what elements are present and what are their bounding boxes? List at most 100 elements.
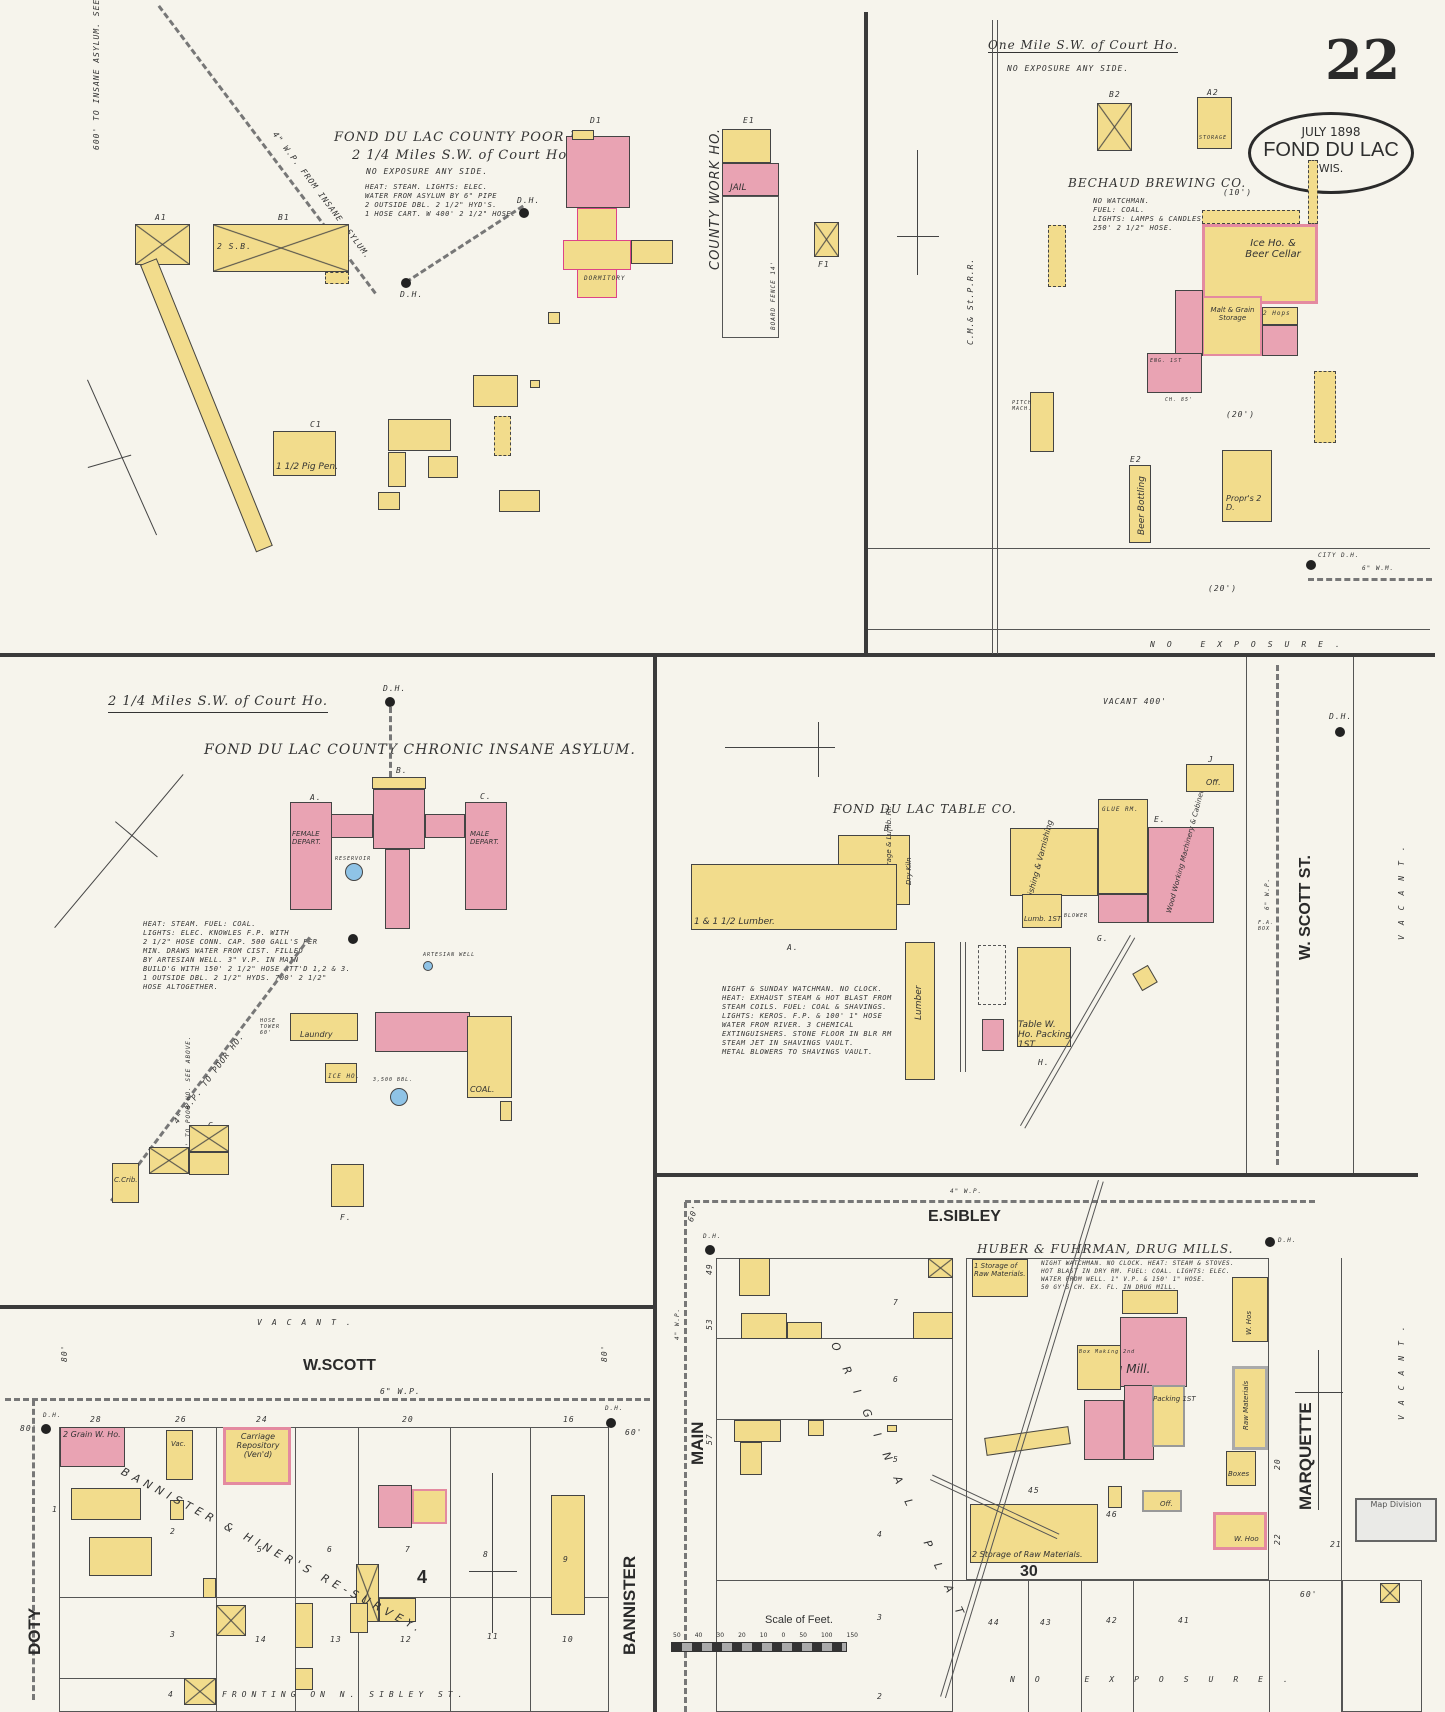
scale-tick: 100: [821, 1632, 833, 1639]
blower-label: BLOWER: [1064, 913, 1089, 919]
building-label-a: A.: [310, 793, 322, 802]
address: 28: [90, 1415, 102, 1424]
lumber-shed-label: Lumber: [914, 985, 924, 1020]
dormitory-label: DORMITORY: [584, 275, 626, 282]
hydrant-label: D.H.: [43, 1412, 62, 1419]
ice-house-label: ICE HO.: [328, 1073, 361, 1080]
building-label-h: H.: [1038, 1058, 1050, 1067]
lumber-shed-a: [691, 864, 897, 930]
water-main-label: 6" W.P.: [380, 1387, 421, 1396]
city-name: FOND DU LAC: [1263, 139, 1399, 161]
address: 24: [256, 1415, 268, 1424]
coal-label: COAL.: [470, 1085, 495, 1094]
vacant-dwelling: [166, 1430, 193, 1480]
hops-room: [1262, 307, 1298, 325]
hydrant: [705, 1245, 715, 1255]
outbuilding: [500, 1101, 512, 1121]
north-arrow: [917, 150, 918, 275]
street-doty: DOTY: [25, 1607, 44, 1655]
office-j: [1186, 764, 1234, 792]
office-label: Off.: [1206, 778, 1221, 787]
width-20: (20'): [1226, 410, 1256, 419]
brewery-wing: [1175, 290, 1203, 356]
street-marquette: MARQUETTE: [1296, 1402, 1315, 1510]
street-e-sibley: E.SIBLEY: [928, 1208, 1001, 1225]
water-main: [1276, 665, 1279, 1165]
building-b2: [1097, 103, 1132, 151]
asylum-kitchen: [385, 849, 410, 929]
lot-number: 6: [327, 1545, 333, 1554]
beer-room: [1262, 325, 1298, 356]
vacant-label: Vac.: [171, 1440, 186, 1448]
storage-a2: [1197, 97, 1232, 149]
street-main: MAIN: [688, 1421, 707, 1465]
artesian-label: ARTESIAN WELL: [423, 952, 476, 958]
block-number: 30: [1020, 1563, 1038, 1580]
railroad-spur: [960, 942, 966, 1072]
vened-dwelling-annex: [412, 1489, 447, 1524]
carriage-repository: [223, 1427, 291, 1485]
frontage: 53: [705, 1318, 714, 1330]
lot-line: [216, 1427, 217, 1712]
boiler-house: [375, 1012, 470, 1052]
address: 20: [402, 1415, 414, 1424]
hydrant: [1265, 1237, 1275, 1247]
building-label-e1: E1: [743, 116, 755, 125]
male-department: [465, 802, 507, 910]
lot-line: [295, 1427, 296, 1712]
poor-house-main: [566, 136, 630, 208]
packing-label: Packing 1ST: [1153, 1395, 1196, 1403]
brewery-bottom-exposure: NO EXPOSURE.: [1150, 640, 1352, 649]
lot-number: 7: [893, 1298, 899, 1307]
water-main: [5, 1398, 650, 1401]
right-vacant: VACANT.: [1397, 1316, 1406, 1420]
raw-materials-warehouse: [1232, 1366, 1268, 1450]
corn-crib-label: C.Crib.: [114, 1176, 138, 1184]
lot-line: [1028, 1580, 1029, 1712]
scale-tick: 50: [799, 1632, 807, 1639]
city-hydrant-label: CITY D.H.: [1318, 552, 1360, 559]
north-arrow-cross: [115, 821, 158, 858]
female-dept-label: FEMALE DEPART.: [292, 830, 322, 846]
railroad-track: [992, 20, 998, 654]
divider-mid-vertical: [653, 657, 657, 1712]
dwelling: [734, 1420, 781, 1442]
malt-grain-label: Malt & Grain Storage: [1210, 306, 1255, 322]
malt-grain-storage: [1202, 296, 1262, 356]
carriage-label: Carriage Repository (Ven'd): [236, 1432, 280, 1459]
sheet-number: 22: [1325, 28, 1401, 92]
boxes-shed: [1226, 1451, 1256, 1486]
scale-house: [1108, 1486, 1122, 1508]
building-label-j: J: [1208, 755, 1214, 764]
glue-room: [1098, 799, 1148, 894]
width-20: (20'): [1208, 584, 1238, 593]
covered-walkway: [140, 258, 273, 553]
lot-number: 4: [877, 1530, 883, 1539]
barn: [184, 1678, 216, 1705]
building-label-b: B.: [884, 824, 896, 833]
dwelling-annex: [787, 1322, 822, 1339]
poor-house-cross: [563, 240, 631, 270]
water-main-label: 4" W.P.: [950, 1188, 983, 1195]
barn-g: [189, 1125, 229, 1152]
lot-number: 4: [168, 1690, 174, 1699]
asylum-center-building: [373, 789, 425, 849]
table-warehouse: [1017, 947, 1071, 1047]
street-w-scott: W.SCOTT: [303, 1357, 376, 1374]
work-house-label: COUNTY WORK HO.: [708, 128, 723, 270]
hydrant: [385, 697, 395, 707]
office: [1142, 1490, 1182, 1512]
sheet-date: JULY 1898: [1301, 125, 1361, 139]
oil-house: [982, 1019, 1004, 1051]
hydrant: [1335, 727, 1345, 737]
street-width: 80': [60, 1344, 69, 1362]
female-department: [290, 802, 332, 910]
raw-material-storage: [972, 1259, 1028, 1297]
lot-number: 14: [255, 1635, 267, 1644]
street-width: 60': [625, 1428, 643, 1437]
street-bannister: BANNISTER: [620, 1555, 639, 1655]
scale-label: Scale of Feet.: [765, 1614, 833, 1626]
lot-number: 3: [170, 1630, 176, 1639]
hydrant: [41, 1424, 51, 1434]
lumber-shed: [905, 942, 935, 1080]
